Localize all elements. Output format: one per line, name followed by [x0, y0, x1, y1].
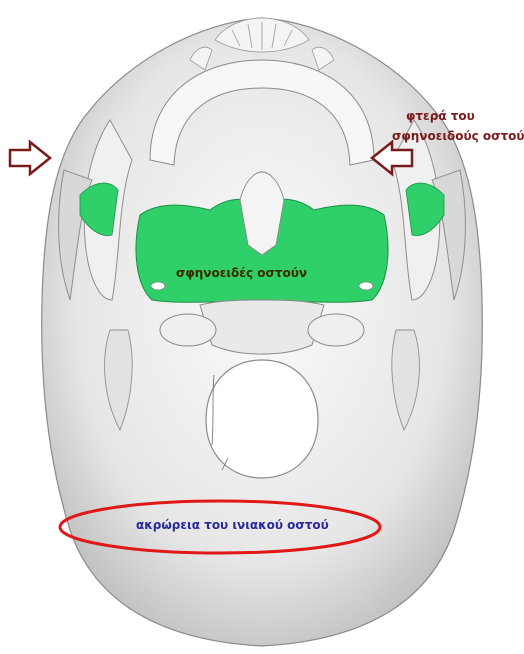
basilar-part [200, 300, 324, 354]
pterygoid-label-line2: σφηνοειδούς οστού [392, 129, 524, 143]
arrow-right-icon [10, 142, 50, 174]
occipital-ridge-label: ακρώρεια του ινιακού οστού [136, 518, 329, 532]
foramen-magnum [206, 360, 318, 478]
sphenoid-label: σφηνοειδές οστούν [176, 266, 307, 280]
pterygoid-label-line1: φτερά του [406, 109, 475, 123]
